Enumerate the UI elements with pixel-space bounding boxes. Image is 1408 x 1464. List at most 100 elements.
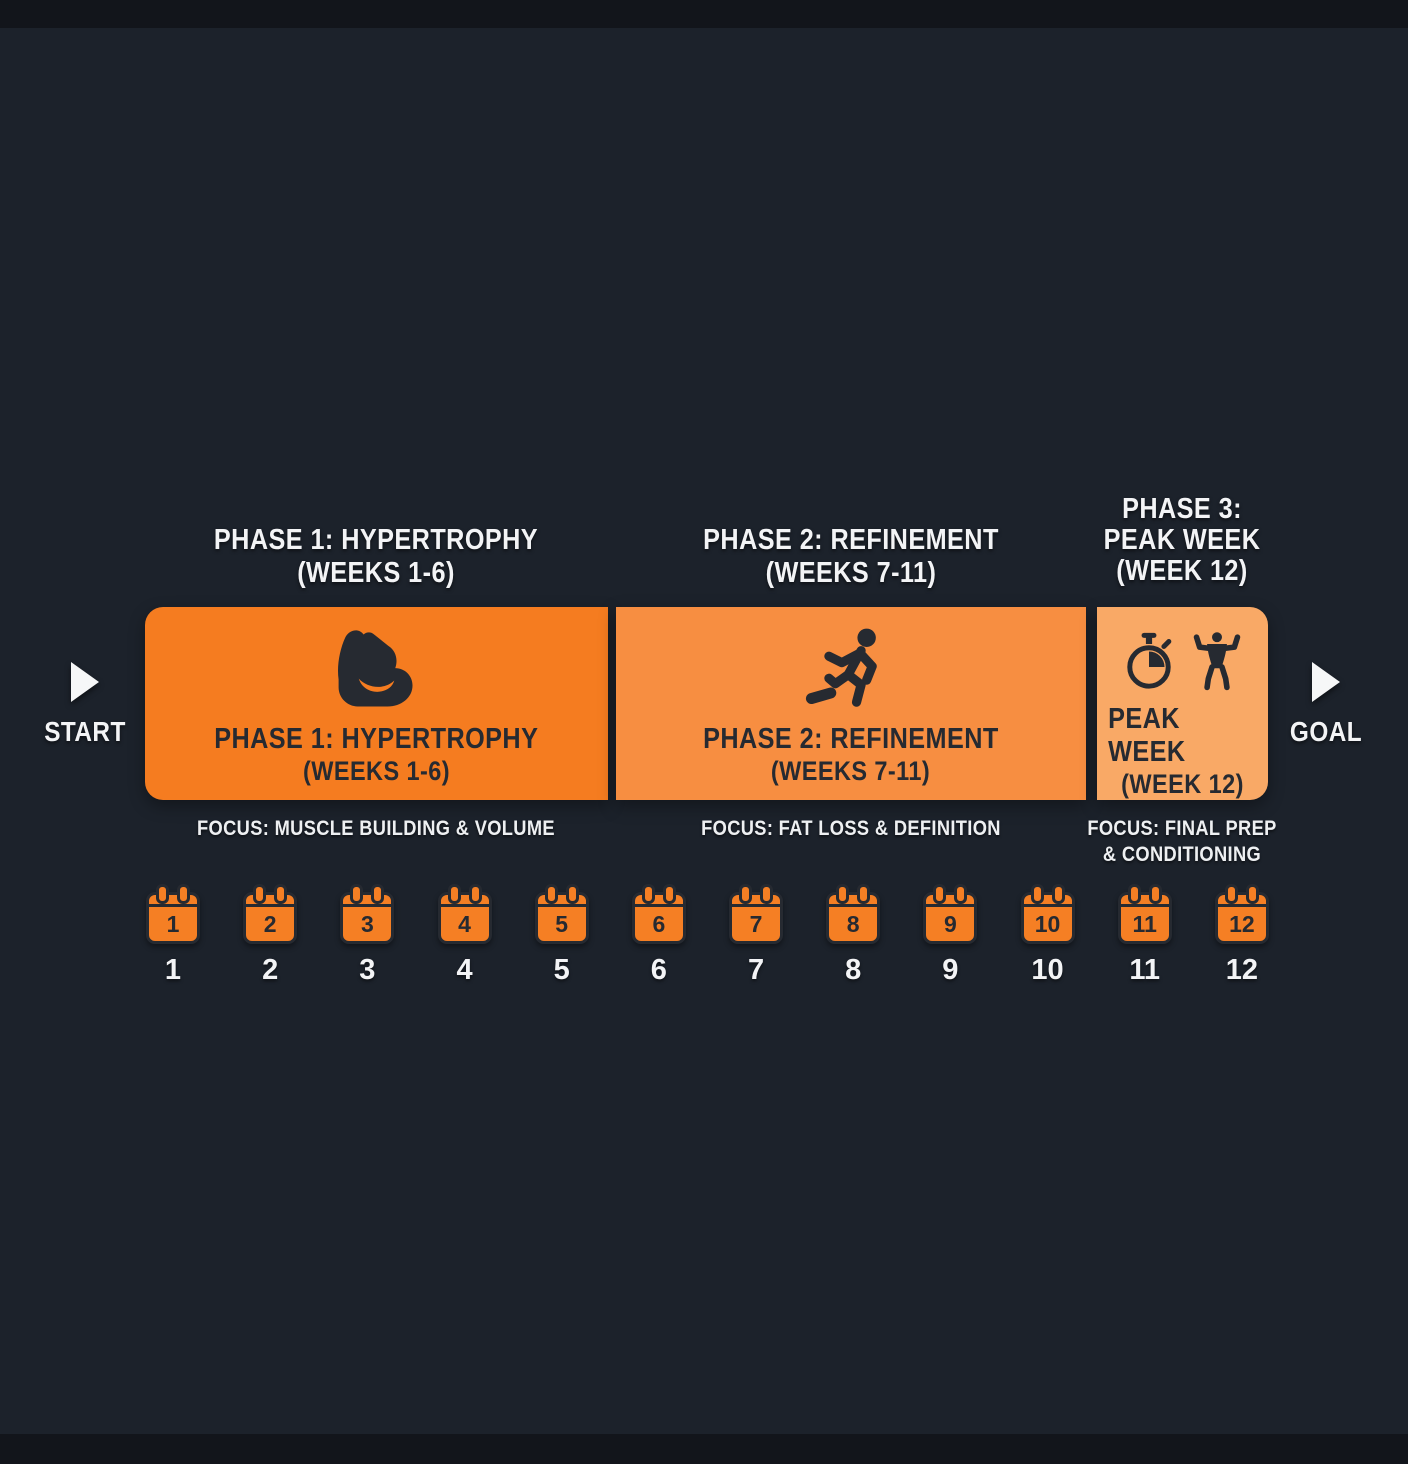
- calendar-icon: 9: [923, 884, 978, 944]
- week-number-label: 11: [1129, 954, 1161, 986]
- calendar-ring: [253, 884, 267, 904]
- phase2-header-line2: (WEEKS 7-11): [765, 557, 937, 589]
- play-triangle-icon: [1312, 662, 1340, 702]
- phase3-header: PHASE 3: PEAK WEEK (WEEK 12): [1072, 494, 1292, 587]
- calendar-day-number: 9: [943, 910, 957, 937]
- goal-marker: GOAL: [1280, 662, 1372, 748]
- calendar-icon: 8: [826, 884, 881, 944]
- calendar-ring: [447, 884, 461, 904]
- calendar-day-number: 2: [263, 910, 277, 937]
- calendar-ring: [857, 884, 871, 904]
- start-marker: START: [26, 662, 144, 748]
- phase1-header: PHASE 1: HYPERTROPHY (WEEKS 1-6): [135, 524, 617, 590]
- calendar-day-number: 11: [1132, 910, 1157, 937]
- phase1-header-line2: (WEEKS 1-6): [297, 557, 455, 589]
- week-number-label: 5: [553, 954, 570, 986]
- calendar-ring: [1224, 884, 1238, 904]
- phase3-block-subtitle: (WEEK 12): [1121, 769, 1244, 799]
- phase1-focus-line: FOCUS: MUSCLE BUILDING & VOLUME: [197, 817, 555, 840]
- bottom-edge-band: [0, 1434, 1408, 1464]
- phase1-block-subtitle: (WEEKS 1-6): [302, 756, 451, 786]
- phase3-focus: FOCUS: FINAL PREP & CONDITIONING: [1072, 816, 1292, 868]
- calendar-ring: [1051, 884, 1065, 904]
- calendar-ring: [274, 884, 288, 904]
- calendar-day-number: 10: [1034, 910, 1061, 937]
- phase1-header-line1: PHASE 1: HYPERTROPHY: [213, 524, 539, 556]
- week-number-label: 4: [456, 954, 473, 986]
- calendar-ring: [1148, 884, 1162, 904]
- phase3-header-line2: PEAK WEEK: [1103, 524, 1261, 556]
- calendar-ring: [739, 884, 753, 904]
- phase2-focus: FOCUS: FAT LOSS & DEFINITION: [610, 816, 1092, 842]
- phase3-header-line3: (WEEK 12): [1116, 555, 1248, 587]
- calendar-ring: [954, 884, 968, 904]
- calendar-icon: 2: [243, 884, 298, 944]
- calendar-day-number: 1: [166, 910, 180, 937]
- week-number-label: 9: [942, 954, 959, 986]
- week-number-label: 8: [845, 954, 862, 986]
- calendar-icon: 11: [1117, 884, 1172, 944]
- calendar-ring: [1030, 884, 1044, 904]
- phase1-block: PHASE 1: HYPERTROPHY (WEEKS 1-6): [145, 607, 608, 800]
- phase3-block-title: PEAK WEEK: [1108, 703, 1186, 768]
- calendar-icon: 12: [1214, 884, 1269, 944]
- phase2-header: PHASE 2: REFINEMENT (WEEKS 7-11): [610, 524, 1092, 590]
- calendar-day-number: 6: [652, 910, 666, 937]
- calendar-ring: [1127, 884, 1141, 904]
- calendar-day-number: 7: [749, 910, 763, 937]
- calendar-icon: 10: [1020, 884, 1075, 944]
- calendar-ring: [641, 884, 655, 904]
- calendar-ring: [836, 884, 850, 904]
- calendar-day-number: 3: [360, 910, 374, 937]
- week-number-label: 1: [164, 954, 182, 986]
- calendar-day-number: 5: [555, 910, 569, 937]
- week-number-label: 7: [747, 954, 765, 986]
- calendar-ring: [371, 884, 385, 904]
- play-triangle-icon: [71, 662, 99, 702]
- calendar-day-number: 8: [846, 910, 860, 937]
- stopwatch-icon: [1118, 631, 1180, 698]
- calendar-ring: [933, 884, 947, 904]
- calendar-ring: [468, 884, 482, 904]
- phase2-header-line1: PHASE 2: REFINEMENT: [703, 524, 999, 556]
- goal-label: GOAL: [1289, 716, 1363, 747]
- running-person-icon: [805, 617, 897, 723]
- calendar-ring: [350, 884, 364, 904]
- week-number-label: 2: [262, 954, 279, 986]
- calendar-icon: 4: [437, 884, 492, 944]
- calendar-ring: [662, 884, 676, 904]
- calendar-icon: 1: [146, 884, 200, 944]
- week-number-label: 3: [359, 954, 376, 986]
- phase3-icons: [1118, 625, 1248, 703]
- calendar-ring: [760, 884, 774, 904]
- week-number-label: 10: [1031, 954, 1064, 986]
- top-edge-band: [0, 0, 1408, 28]
- calendar-ring: [177, 884, 190, 904]
- week-item: 11 11: [1114, 880, 1176, 987]
- bodybuilder-icon: [1186, 631, 1248, 698]
- phase3-focus-line2: & CONDITIONING: [1102, 843, 1262, 866]
- phase1-focus: FOCUS: MUSCLE BUILDING & VOLUME: [135, 816, 617, 842]
- calendar-ring: [156, 884, 169, 904]
- phase3-focus-line1: FOCUS: FINAL PREP: [1087, 817, 1277, 840]
- phase1-block-title: PHASE 1: HYPERTROPHY: [214, 723, 539, 755]
- calendar-day-number: 4: [458, 910, 471, 937]
- calendar-icon: 3: [340, 884, 395, 944]
- week-item: 10 10: [1017, 880, 1079, 987]
- calendar-icon: 7: [729, 884, 784, 944]
- calendar-icon: 6: [631, 884, 686, 944]
- phase3-block: PEAK WEEK (WEEK 12): [1097, 607, 1268, 800]
- phase2-block-title: PHASE 2: REFINEMENT: [703, 723, 999, 755]
- flexed-bicep-icon: [329, 617, 425, 723]
- calendar-icon: 5: [534, 884, 589, 944]
